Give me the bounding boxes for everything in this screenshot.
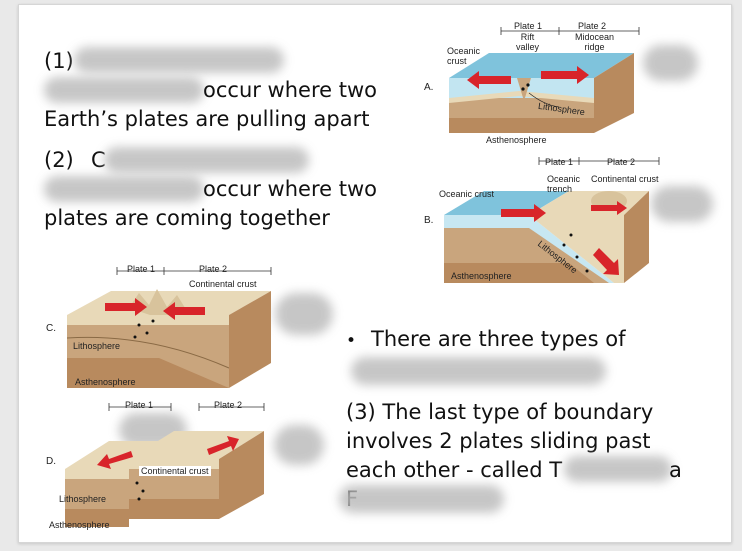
- diagram-c-letter: C.: [46, 323, 56, 334]
- paragraph-3-line-2: involves 2 plates sliding past: [346, 429, 651, 453]
- redacted-answer-2b: [44, 176, 204, 202]
- diagram-c-asthenosphere: Asthenosphere: [75, 377, 136, 387]
- diagram-b-continental-crust: Continental crust: [591, 174, 659, 184]
- diagram-b-plate-1: Plate 1: [545, 157, 574, 167]
- diagram-b-oceanic-trench: Oceanic trench: [547, 174, 581, 194]
- paragraph-2-line-2: occur where two: [203, 177, 377, 201]
- paragraph-2-number: (2): [44, 148, 74, 172]
- diagram-a-plate-2: Plate 2: [578, 21, 607, 31]
- diagram-a-oceanic-crust: Oceanic crust: [447, 46, 481, 66]
- diagram-b-asthenosphere: Asthenosphere: [451, 271, 512, 281]
- redacted-label-c: [275, 293, 333, 335]
- slide: (1) occur where two Earth’s plates are p…: [18, 4, 732, 543]
- diagram-c-lithosphere: Lithosphere: [73, 341, 121, 351]
- diagram-a-rift-valley: Rift valley: [516, 32, 540, 52]
- diagram-d-lithosphere: Lithosphere: [59, 494, 107, 504]
- diagram-d-plate-2: Plate 2: [214, 400, 243, 410]
- diagram-c-drawing: [66, 267, 272, 388]
- paragraph-3-line-1: (3) The last type of boundary: [346, 400, 654, 424]
- redacted-answer-bullet: [351, 357, 606, 385]
- diagram-d-asthenosphere: Asthenosphere: [49, 520, 110, 530]
- diagram-b-plate-2: Plate 2: [607, 157, 636, 167]
- redacted-label-b: [651, 186, 713, 222]
- paragraph-2-line-3: plates are coming together: [44, 206, 330, 230]
- redacted-answer-1a: [74, 47, 284, 73]
- redacted-answer-1b: [44, 77, 204, 103]
- diagram-a-midocean-ridge: Midocean ridge: [575, 32, 615, 52]
- redacted-answer-3a: [564, 456, 672, 482]
- diagram-c-plate-2: Plate 2: [199, 264, 228, 274]
- paragraph-3-line-3-tail: a: [669, 458, 682, 482]
- diagram-b-letter: B.: [424, 215, 434, 226]
- redacted-label-d: [274, 425, 324, 465]
- diagram-c-plate-1: Plate 1: [127, 264, 156, 274]
- diagram-d-plate-1: Plate 1: [125, 400, 154, 410]
- redacted-answer-2a: [104, 147, 309, 173]
- diagram-d-continental-crust: Continental crust: [139, 466, 211, 476]
- redacted-label-a: [643, 45, 698, 81]
- diagram-b-oceanic-crust: Oceanic crust: [439, 189, 495, 199]
- redacted-answer-3b: [339, 485, 504, 513]
- paragraph-1-line-2: occur where two: [203, 78, 377, 102]
- diagram-b-drawing: [444, 157, 660, 283]
- diagram-c-continental-crust: Continental crust: [189, 279, 257, 289]
- paragraph-3-line-3: each other - called T: [346, 458, 563, 482]
- diagram-a-plate-1: Plate 1: [514, 21, 543, 31]
- bullet-mark: •: [346, 331, 357, 351]
- paragraph-2-letter: C: [91, 148, 106, 172]
- diagram-a-drawing: [449, 27, 640, 133]
- diagram-a-asthenosphere: Asthenosphere: [486, 135, 547, 145]
- bullet-line-1: There are three types of: [371, 327, 626, 351]
- diagram-d-drawing: [65, 403, 265, 527]
- paragraph-1-number: (1): [44, 49, 74, 73]
- paragraph-1-line-3: Earth’s plates are pulling apart: [44, 107, 370, 131]
- diagram-a-letter: A.: [424, 82, 434, 93]
- diagram-d-letter: D.: [46, 456, 56, 467]
